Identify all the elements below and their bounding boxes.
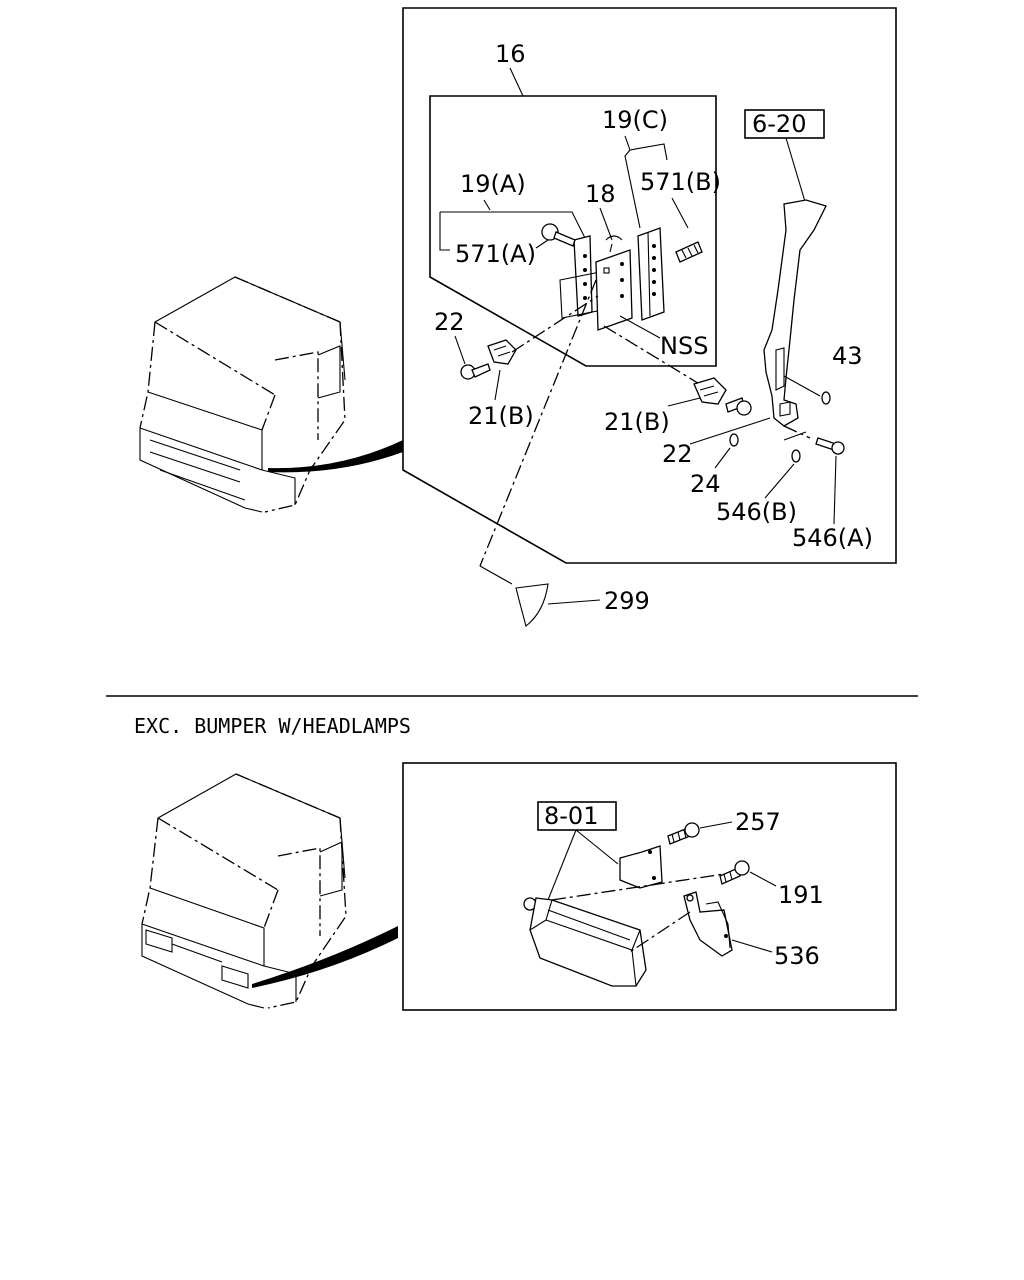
top-section: 16 19(C) 6-20 19(A) 18 571(B) 571(A)	[139, 7, 897, 627]
upper-bracket	[619, 845, 663, 889]
ref-box-6-20	[744, 109, 825, 139]
screw-22-right	[725, 397, 752, 416]
callout-21b-left: 21(B)	[468, 402, 534, 430]
callout-6-20: 6-20	[752, 110, 806, 138]
section-caption: EXC. BUMPER W/HEADLAMPS	[134, 714, 411, 738]
pad-299	[515, 583, 549, 627]
callout-299: 299	[604, 587, 650, 615]
bracket-536	[683, 891, 733, 957]
callout-24: 24	[690, 470, 721, 498]
callout-571b: 571(B)	[640, 168, 721, 196]
bottom-detail-frame	[402, 762, 897, 1011]
callout-22-right: 22	[662, 440, 693, 468]
callout-536: 536	[774, 942, 820, 970]
bolt-257	[667, 822, 700, 845]
clip-21b-left	[487, 339, 517, 365]
clip-21b-right	[693, 377, 727, 405]
callout-16: 16	[495, 40, 526, 68]
top-detail-frame	[402, 7, 897, 564]
callout-22-left: 22	[434, 308, 465, 336]
pillar-6-20	[763, 199, 827, 427]
headlamp	[523, 897, 647, 987]
callout-19a: 19(A)	[460, 170, 526, 198]
callout-nss: NSS	[660, 332, 708, 360]
grommet-43	[821, 391, 831, 405]
bolt-191	[719, 860, 750, 885]
truck-cab-bottom	[141, 773, 347, 1009]
assembly-16-box	[429, 95, 717, 367]
ref-box-8-01	[537, 801, 617, 831]
callout-21b-right: 21(B)	[604, 408, 670, 436]
detail-pointer-bottom	[252, 926, 398, 988]
bolt-546a	[815, 437, 845, 455]
callout-191: 191	[778, 881, 824, 909]
callout-19c: 19(C)	[602, 106, 668, 134]
callout-18: 18	[585, 180, 616, 208]
callout-546a: 546(A)	[792, 524, 873, 552]
callout-571a: 571(A)	[455, 240, 536, 268]
callout-546b: 546(B)	[716, 498, 797, 526]
washer-24	[729, 433, 739, 447]
callout-8-01: 8-01	[544, 802, 598, 830]
screw-22-left	[460, 363, 491, 380]
callout-257: 257	[735, 808, 781, 836]
nut-546b	[791, 449, 801, 463]
truck-cab-top	[139, 276, 346, 513]
callout-43: 43	[832, 342, 863, 370]
detail-pointer-top	[268, 440, 403, 473]
bottom-section: EXC. BUMPER W/HEADLAMPS 8-01	[134, 714, 897, 1011]
assembly-16-parts	[541, 223, 703, 339]
